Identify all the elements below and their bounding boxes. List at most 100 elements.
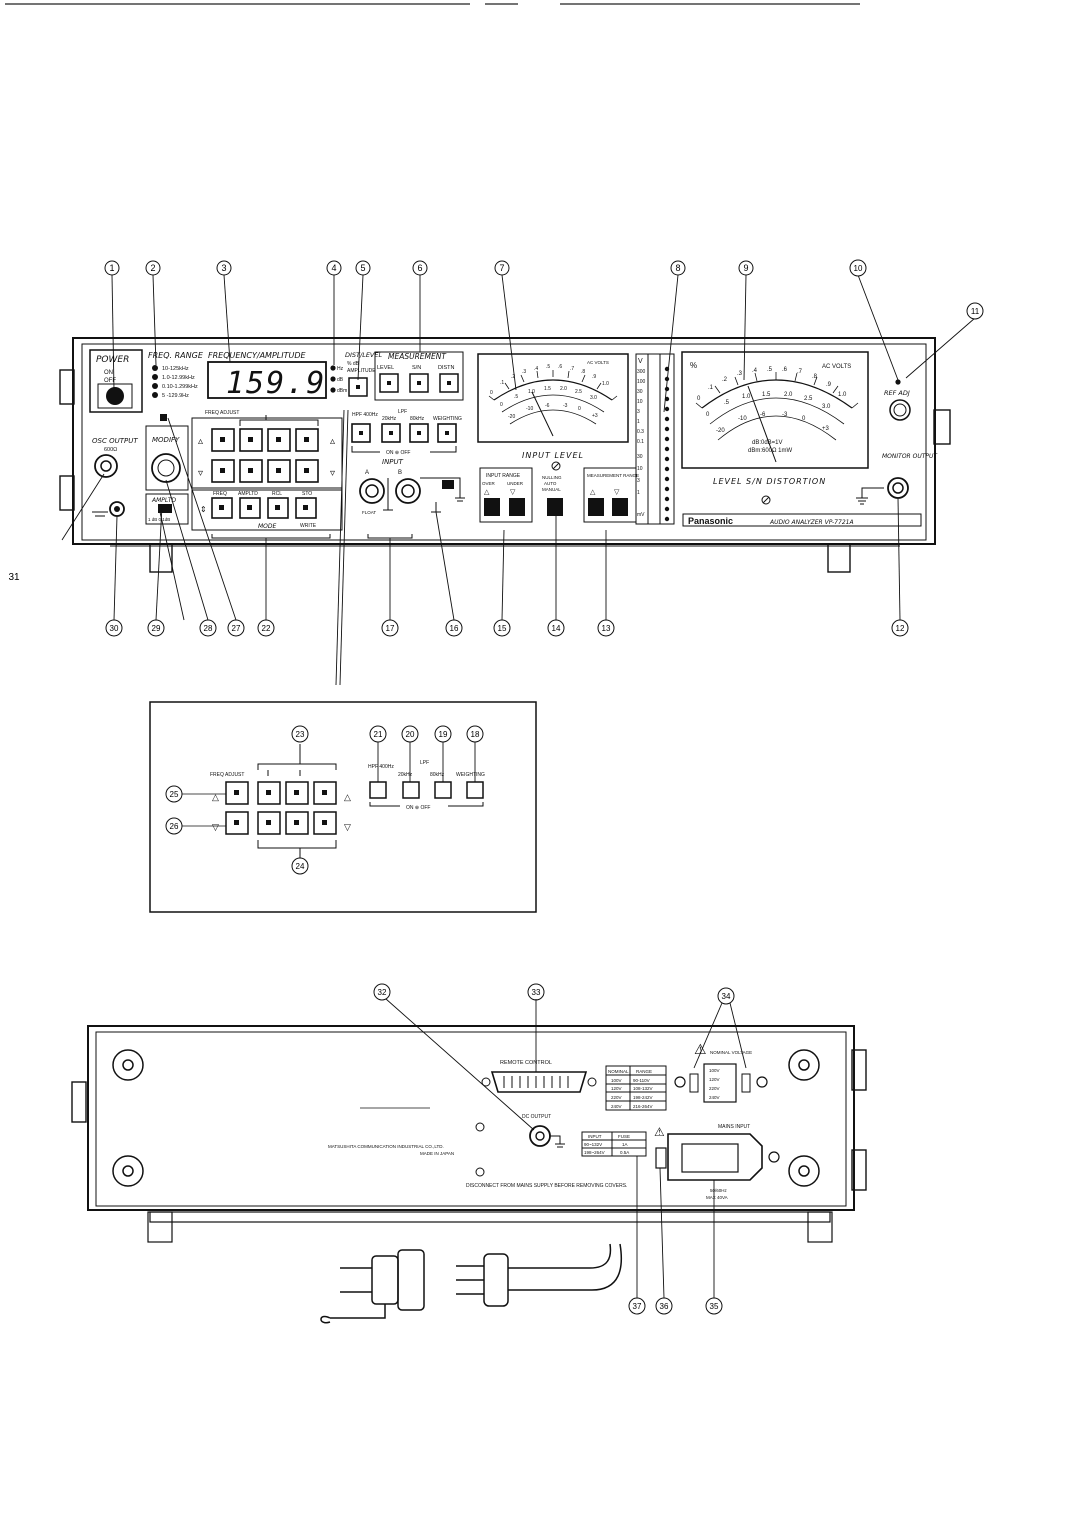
zero-adjust-screw[interactable] (761, 495, 771, 505)
mode-label: STO (302, 491, 312, 497)
freq-down-button[interactable] (211, 459, 235, 483)
inset-digit-down-button[interactable] (313, 811, 337, 835)
disconnect-warning: DISCONNECT FROM MAINS SUPPLY BEFORE REMO… (466, 1183, 627, 1189)
inset-weighting-button[interactable] (466, 781, 484, 799)
callout-11: 11 (966, 302, 984, 320)
input-range-up-button[interactable] (484, 498, 500, 516)
main-meter-unit-left: % (690, 361, 697, 370)
digit-down-button[interactable] (295, 459, 319, 483)
input-range-down-button[interactable] (509, 498, 525, 516)
inset-lpf-20k-button[interactable] (402, 781, 420, 799)
ampltd-label: AMPLTD (151, 497, 177, 504)
inset-on-off: ON ⊕ OFF (406, 805, 430, 811)
digit-up-button[interactable] (239, 428, 263, 452)
svg-text:20: 20 (406, 730, 415, 739)
lpf-20k-button[interactable] (381, 423, 401, 443)
freq-range-item: 5 -129.9Hz (162, 393, 189, 399)
freq-range-item: 1.0-12.99kHz (162, 375, 195, 381)
callout-34: 34 (717, 987, 735, 1005)
nulling-screw[interactable] (551, 461, 561, 471)
digit-down-button[interactable] (267, 459, 291, 483)
level-button[interactable] (379, 373, 399, 393)
mode-rcl-button[interactable] (267, 497, 289, 519)
mode-label: AMPLTD (238, 491, 258, 497)
fuse-holder[interactable] (655, 1147, 667, 1169)
input-b-jack[interactable] (395, 478, 421, 504)
weighting-button[interactable] (437, 423, 457, 443)
inset-digit-up-button[interactable] (285, 781, 309, 805)
callout-37: 37 (628, 1297, 646, 1315)
callout-16: 16 (445, 619, 463, 637)
mode-sto-button[interactable] (295, 497, 317, 519)
display-unit-indicators: Hz dB dBm (330, 365, 347, 394)
svg-text:31: 31 (8, 572, 20, 583)
mains-input-label: MAINS INPUT (718, 1124, 750, 1130)
mains-input-socket[interactable] (667, 1133, 763, 1181)
float-switch[interactable] (442, 480, 454, 489)
up-arrow-icon: ▵ (198, 436, 203, 447)
brand-label: Panasonic (688, 516, 733, 526)
down-arrow-icon: ▿ (198, 468, 203, 479)
digit-up-button[interactable] (267, 428, 291, 452)
distn-button[interactable] (439, 373, 459, 393)
main-meter-scale-db: 0 (802, 416, 806, 422)
monitor-output-label: MONITOR OUTPUT (882, 453, 938, 460)
svg-text:16: 16 (450, 624, 459, 633)
measurement-range-down-button[interactable] (612, 498, 628, 516)
callout-21: 21 (369, 725, 387, 743)
fuse-table-header: INPUT (588, 1134, 602, 1139)
callout-9: 9 (738, 260, 754, 276)
callout-31: 31 (8, 572, 20, 583)
range-header: V (638, 358, 643, 365)
inset-digit-up-button[interactable] (313, 781, 337, 805)
inset-digit-up-button[interactable] (257, 781, 281, 805)
voltage-selector[interactable] (703, 1063, 737, 1103)
digit-down-button[interactable] (239, 459, 263, 483)
nulling-button[interactable] (547, 498, 563, 516)
inset-freq-down-button[interactable] (225, 811, 249, 835)
input-meter-scale-db: -3 (563, 403, 568, 409)
inset-lpf-80k-button[interactable] (434, 781, 452, 799)
power-button[interactable] (106, 387, 124, 405)
ref-adj-knob[interactable] (889, 399, 911, 421)
ref-adj-indicator (895, 379, 901, 385)
range-value: 0.1 (637, 439, 644, 445)
measurement-range-up-button[interactable] (588, 498, 604, 516)
voltage-table: NOMINAL RANGE 100V 90-110V 120V 108-132V… (605, 1065, 667, 1111)
sn-button[interactable] (409, 373, 429, 393)
osc-output-jack[interactable] (94, 454, 118, 478)
input-a-jack[interactable] (359, 478, 385, 504)
callout-24: 24 (291, 857, 309, 875)
remote-control-connector[interactable] (490, 1071, 588, 1093)
callout-35: 35 (705, 1297, 723, 1315)
front-panel: POWER ON OFF FREQ. RANGE 10-125kHz 1.0-1… (59, 337, 951, 573)
mode-ampltd-button[interactable] (239, 497, 261, 519)
callout-5: 5 (355, 260, 371, 276)
inset-digit-down-button[interactable] (257, 811, 281, 835)
hpf-button[interactable] (351, 423, 371, 443)
callout-22: 22 (257, 619, 275, 637)
voltage-table-cell: 216-264V (633, 1104, 653, 1109)
svg-text:18: 18 (471, 730, 480, 739)
inset-digit-down-button[interactable] (285, 811, 309, 835)
freq-up-button[interactable] (211, 428, 235, 452)
svg-text:2: 2 (150, 263, 155, 273)
modify-knob[interactable] (151, 453, 181, 483)
input-meter-scale-mid: 3.0 (590, 395, 597, 401)
monitor-output-jack[interactable] (887, 477, 909, 499)
main-meter-scale: 0 (697, 396, 701, 402)
svg-text:9: 9 (743, 263, 748, 273)
inset-hpf-label: HPF 400Hz (368, 764, 394, 770)
inset-hpf-button[interactable] (369, 781, 387, 799)
mode-label: RCL (272, 491, 282, 497)
lpf-80k-button[interactable] (409, 423, 429, 443)
input-meter-scale: 0 (490, 390, 493, 396)
osc-output-title: OSC OUTPUT (92, 437, 138, 445)
main-meter-scale: .2 (722, 377, 728, 383)
range-value: 3 (637, 409, 640, 415)
range-value: 100 (637, 379, 646, 385)
mode-freq-button[interactable] (211, 497, 233, 519)
inset-freq-up-button[interactable] (225, 781, 249, 805)
digit-up-button[interactable] (295, 428, 319, 452)
ampltd-switch[interactable] (158, 504, 172, 513)
